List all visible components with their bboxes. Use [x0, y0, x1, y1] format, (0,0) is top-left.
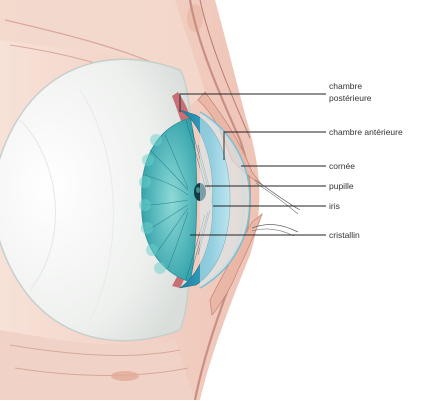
cornea: [199, 111, 251, 289]
leader-lines: [179, 93, 326, 236]
label-posterior-chamber-line1: chambre: [329, 81, 362, 91]
label-iris: iris: [329, 201, 340, 211]
leader-anterior-chamber: [223, 131, 326, 160]
leader-posterior-chamber: [179, 93, 326, 112]
label-anterior-chamber: chambre antérieure: [329, 127, 403, 137]
label-cornea: cornée: [329, 161, 355, 171]
label-posterior-chamber-line2: postérieure: [329, 93, 372, 103]
label-lens: cristallin: [329, 230, 360, 240]
label-pupil: pupille: [329, 181, 354, 191]
labels: chambre postérieure chambre antérieure c…: [329, 81, 403, 240]
